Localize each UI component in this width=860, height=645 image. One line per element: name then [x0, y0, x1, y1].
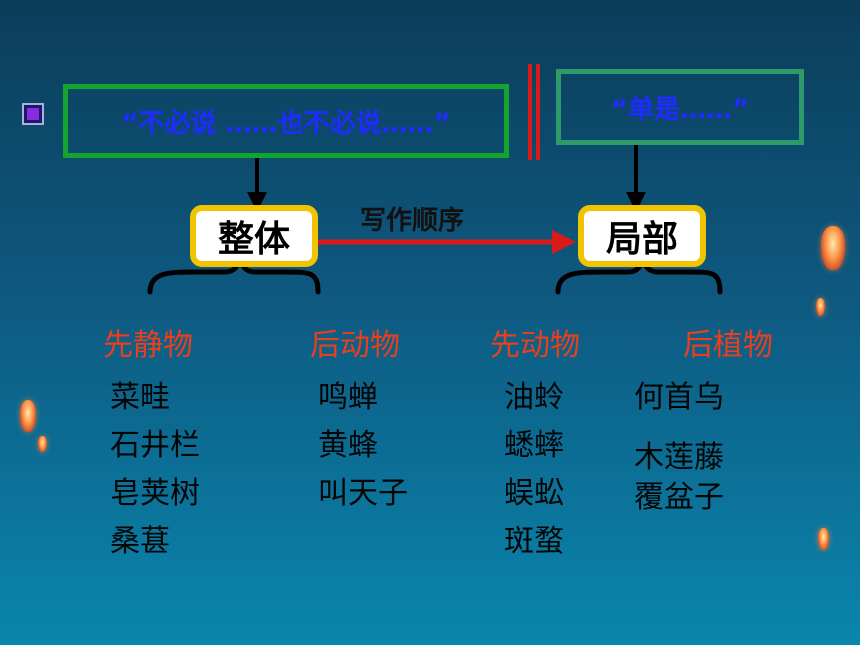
- lantern-icon: [818, 528, 829, 550]
- list-item: 蟋蟀: [504, 428, 564, 463]
- list-item: 石井栏: [110, 428, 200, 463]
- list-item: 鸣蝉: [318, 380, 378, 415]
- divider-line-right: [536, 64, 540, 160]
- lantern-icon: [821, 226, 845, 270]
- list-item: 皂荚树: [110, 476, 200, 511]
- quote-box-part: “单是……”: [556, 69, 804, 145]
- list-item: 菜畦: [110, 380, 170, 415]
- quote-box-whole: “不必说 ……也不必说……”: [63, 84, 509, 158]
- category-list: 菜畦 石井栏 皂荚树 桑葚: [110, 374, 200, 566]
- list-item: 蜈蚣: [504, 476, 564, 511]
- list-item: 覆盆子: [634, 480, 724, 515]
- category-title: 先动物: [490, 328, 580, 363]
- bullet-square-icon: [22, 103, 44, 125]
- node-whole: 整体: [190, 205, 318, 267]
- lantern-icon: [20, 400, 36, 432]
- quote-text-part: “单是……”: [610, 94, 750, 125]
- list-item: 斑蝥: [504, 524, 564, 559]
- category-list: 油蛉 蟋蟀 蜈蚣 斑蝥: [504, 374, 564, 566]
- quote-text-whole: “不必说 ……也不必说……”: [121, 108, 451, 139]
- list-item: 黄蜂: [318, 428, 378, 463]
- node-whole-label: 整体: [217, 219, 290, 260]
- category-title: 后植物: [683, 328, 773, 363]
- category-title: 先静物: [103, 328, 193, 363]
- category-title: 后动物: [310, 328, 400, 363]
- list-item: 叫天子: [318, 476, 408, 511]
- order-arrow-head: [552, 230, 576, 254]
- writing-order-label: 写作顺序: [360, 206, 465, 236]
- lantern-icon: [816, 298, 825, 316]
- node-part-label: 局部: [605, 219, 678, 260]
- list-item: 油蛉: [504, 380, 564, 415]
- category-list: 何首乌 木莲藤 覆盆子: [634, 374, 724, 522]
- list-item: 木莲藤: [634, 440, 724, 475]
- divider-line-left: [528, 64, 532, 160]
- category-list: 鸣蝉 黄蜂 叫天子: [318, 374, 408, 518]
- lantern-icon: [38, 436, 47, 452]
- node-part: 局部: [578, 205, 706, 267]
- list-item: 桑葚: [110, 524, 170, 559]
- list-item: 何首乌: [634, 380, 724, 415]
